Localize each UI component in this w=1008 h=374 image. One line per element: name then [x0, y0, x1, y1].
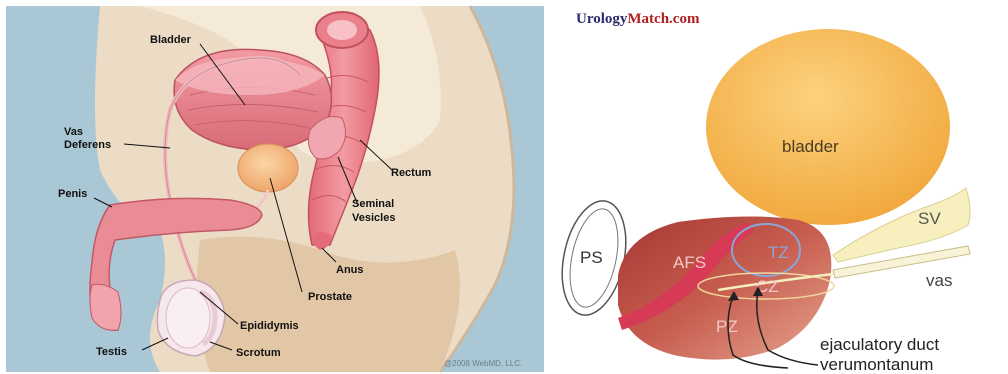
label-epididymis: Epididymis: [240, 320, 299, 332]
bladder-shape: [706, 29, 950, 225]
anatomy-illustration: Bladder Vas Deferens Penis Rectum Semina…: [0, 0, 548, 374]
label-prostate: Prostate: [308, 291, 352, 303]
label-vas: vas: [926, 271, 952, 290]
prostate-zones-diagram: UrologyMatch.com bladder PS SV vas AFS T…: [548, 0, 1008, 374]
brand-part-2: Match.com: [627, 11, 700, 27]
label-bladder: bladder: [782, 137, 839, 156]
label-bladder: Bladder: [150, 34, 192, 46]
label-ps: PS: [580, 248, 603, 267]
label-anus: Anus: [336, 264, 364, 276]
rectum-lumen: [327, 20, 357, 40]
label-vas-deferens-line1: Vas: [64, 126, 83, 138]
label-seminal-line2: Vesicles: [352, 212, 395, 224]
label-penis: Penis: [58, 188, 87, 200]
label-rectum: Rectum: [391, 167, 432, 179]
label-sv: SV: [918, 209, 941, 228]
brand-logo: UrologyMatch.com: [576, 11, 700, 27]
prostate-zones-panel: UrologyMatch.com bladder PS SV vas AFS T…: [548, 0, 1008, 374]
label-testis: Testis: [96, 346, 127, 358]
label-ejaculatory-duct: ejaculatory duct: [820, 335, 939, 354]
label-verumontanum: verumontanum: [820, 355, 933, 374]
brand-part-1: Urology: [576, 11, 628, 27]
label-pz: PZ: [716, 317, 738, 336]
testis: [166, 288, 210, 348]
copyright-notice: @2008 WebMD, LLC.: [444, 359, 522, 368]
label-scrotum: Scrotum: [236, 347, 281, 359]
label-seminal-line1: Seminal: [352, 198, 394, 210]
label-tz: TZ: [768, 243, 789, 262]
anatomy-illustration-panel: Bladder Vas Deferens Penis Rectum Semina…: [0, 0, 548, 374]
label-afs: AFS: [673, 253, 706, 272]
prostate: [238, 144, 298, 192]
label-vas-deferens-line2: Deferens: [64, 139, 111, 151]
